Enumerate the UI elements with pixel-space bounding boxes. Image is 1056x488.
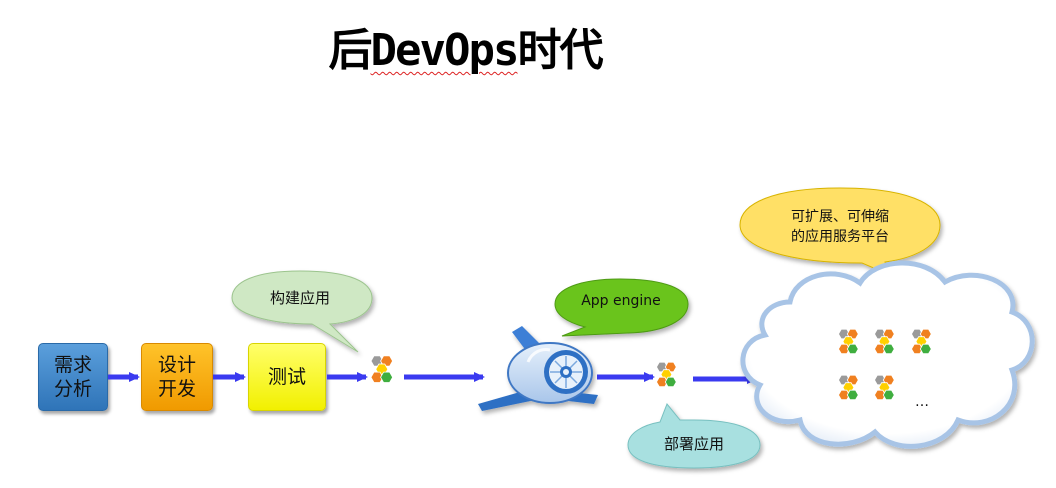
module-clusters	[370, 328, 932, 401]
step-design-develop: 设计 开发	[141, 343, 213, 411]
module-cluster-icon	[874, 328, 895, 355]
module-cluster-icon	[874, 374, 895, 401]
hex-cell	[874, 389, 886, 401]
hex-cell	[380, 371, 394, 383]
callout-platform-line2: 的应用服务平台	[791, 228, 889, 245]
step-requirements-label: 需求 分析	[53, 354, 92, 400]
module-cluster-icon	[838, 328, 859, 355]
hex-cell	[911, 343, 923, 355]
hex-cell	[874, 343, 886, 355]
hex-cell	[846, 343, 859, 355]
hex-cell	[882, 343, 895, 355]
title-suffix: 时代	[517, 25, 603, 76]
callout-platform-line1: 可扩展、可伸缩	[791, 209, 889, 225]
step-design-develop-label: 设计 开发	[157, 354, 196, 400]
hex-cell	[846, 389, 859, 401]
hex-cell	[656, 376, 668, 388]
module-cluster-icon	[370, 355, 394, 383]
callout-deploy-text: 部署应用	[664, 435, 724, 453]
module-cluster-icon	[838, 374, 859, 401]
step-testing-label: 测试	[267, 366, 306, 388]
cloud-ellipsis: …	[915, 394, 929, 410]
callout-build-text: 构建应用	[270, 289, 330, 307]
callout-engine	[554, 278, 689, 337]
hex-cell	[838, 389, 850, 401]
callout-build	[231, 270, 373, 353]
callout-deploy	[627, 403, 761, 469]
step-requirements: 需求 分析	[38, 343, 108, 411]
page-title: 后DevOps时代	[0, 14, 930, 78]
module-cluster-icon	[911, 328, 932, 355]
module-cluster-icon	[656, 361, 677, 388]
hex-cell	[370, 371, 384, 383]
callout-platform	[739, 187, 941, 276]
step-testing: 测试	[248, 343, 326, 411]
hex-cell	[919, 343, 932, 355]
app-engine-logo	[478, 326, 598, 411]
hex-cell	[882, 389, 895, 401]
cloud-icon	[740, 260, 1035, 449]
flow-arrows	[108, 372, 758, 384]
title-prefix: 后	[328, 25, 373, 76]
title-devops: DevOps	[370, 25, 520, 76]
callout-engine-text: App engine	[581, 293, 661, 309]
hex-cell	[838, 343, 850, 355]
hex-cell	[664, 376, 677, 388]
